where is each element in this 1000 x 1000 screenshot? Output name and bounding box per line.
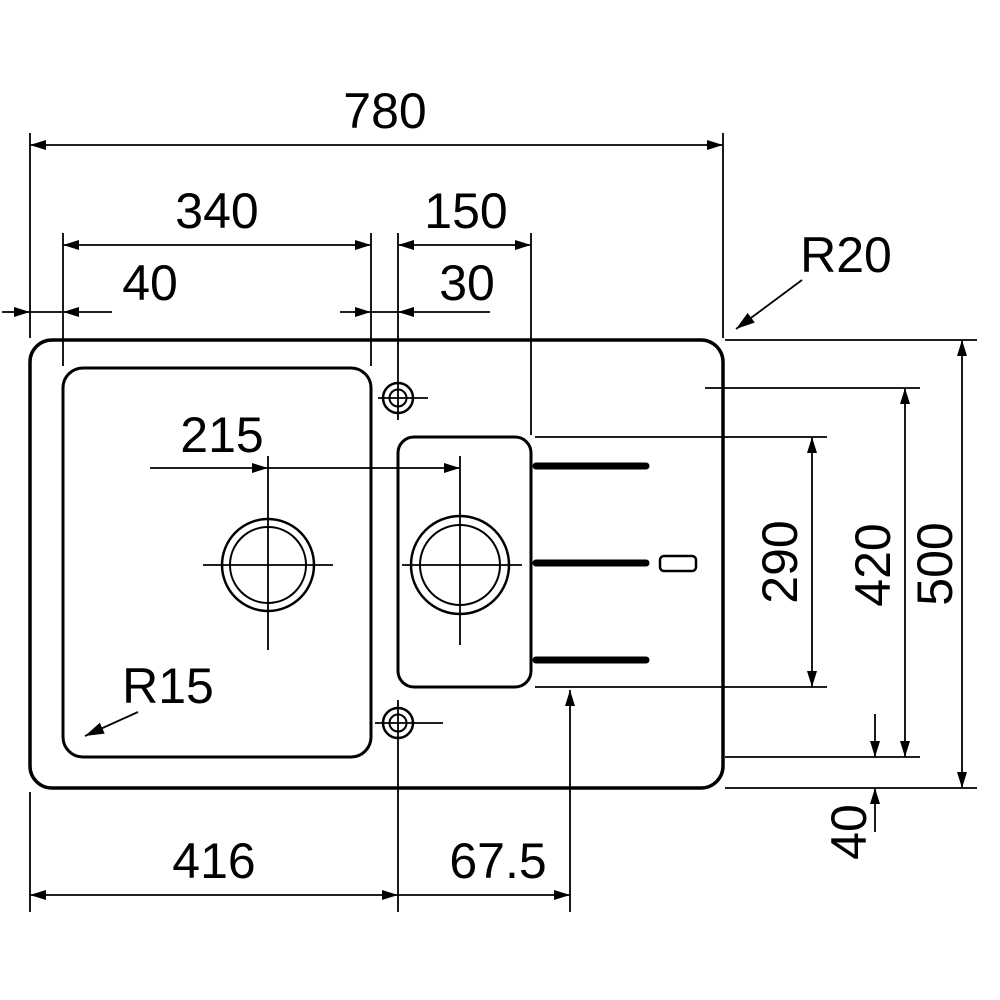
dim-label-edge-offset-bottom: 40 — [821, 804, 877, 860]
dim-drain-offset: 67.5 — [398, 690, 575, 912]
dim-small-bowl-width: 150 — [397, 183, 532, 435]
main-bowl — [61, 366, 373, 759]
dim-label-main-bowl-width: 340 — [175, 183, 258, 239]
dim-label-corner-radius-outer: R20 — [800, 227, 892, 283]
overflow-slot — [658, 554, 698, 573]
dim-label-inner-length: 420 — [845, 523, 901, 606]
dim-label-overall-depth: 500 — [907, 522, 963, 605]
dim-label-corner-radius-inner: R15 — [122, 658, 214, 714]
dim-bottom-hole-from-left: 416 — [29, 700, 399, 912]
dim-corner-radius-outer: R20 — [735, 227, 892, 330]
dim-label-divider-width: 30 — [439, 255, 495, 311]
dim-label-overall-width: 780 — [343, 83, 426, 139]
dim-label-small-bowl-length: 290 — [752, 520, 808, 603]
dim-label-drain-spacing: 215 — [180, 407, 263, 463]
dim-divider-width: 30 — [340, 255, 495, 317]
dim-inner-length: 420 — [705, 387, 920, 758]
dim-drain-spacing: 215 — [150, 407, 460, 473]
dim-main-bowl-width: 340 — [62, 183, 372, 366]
dim-small-bowl-length: 290 — [535, 436, 827, 688]
dim-label-small-bowl-width: 150 — [424, 183, 507, 239]
dim-overall-depth: 500 — [725, 339, 977, 789]
dim-edge-offset-bottom: 40 — [821, 714, 880, 860]
dim-edge-offset-left: 40 — [2, 255, 178, 317]
dim-corner-radius-inner: R15 — [84, 658, 214, 737]
sink-body — [28, 338, 725, 790]
dim-label-bottom-hole-from-left: 416 — [172, 833, 255, 889]
dim-overall-width: 780 — [29, 83, 724, 338]
dim-label-edge-offset-left: 40 — [122, 255, 178, 311]
dim-label-drain-offset: 67.5 — [449, 833, 546, 889]
